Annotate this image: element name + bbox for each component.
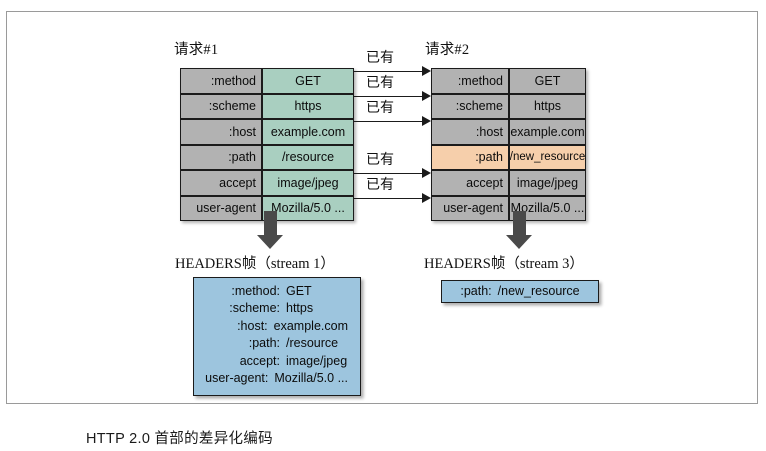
header-name: :path (180, 144, 262, 170)
connector-label-host: 已有 (366, 101, 394, 116)
connector-line-host (354, 121, 425, 122)
header-name: accept (180, 170, 262, 196)
connector-label-user-agent: 已有 (366, 178, 394, 193)
headers-field-name: accept: (239, 353, 280, 368)
connector-label-accept: 已有 (366, 153, 394, 168)
headers-frame-2-box: :path: /new_resource (441, 280, 599, 303)
headers-field-name: :host: (237, 318, 268, 333)
headers-field-value: GET (286, 284, 312, 298)
list-item: :host: example.com (204, 318, 348, 335)
connector-label-method: 已有 (366, 51, 394, 66)
headers-field-value: Mozilla/5.0 ... (274, 371, 348, 386)
headers-frame-1-caption: HEADERS帧（stream 1） (175, 256, 335, 272)
header-name: :host (180, 119, 262, 145)
down-arrow-request1-icon (257, 211, 284, 249)
header-name: :host (431, 119, 509, 145)
table-row: :path /resource (180, 144, 354, 170)
table-row: :scheme https (180, 93, 354, 119)
connector-line-accept (354, 173, 425, 174)
list-item: user-agent: Mozilla/5.0 ... (204, 370, 348, 387)
table-row: :host example.com (431, 119, 586, 145)
list-item: accept: image/jpeg (204, 353, 348, 370)
table-row: :method GET (180, 68, 354, 94)
headers-frame-2-caption: HEADERS帧（stream 3） (424, 256, 584, 272)
request2-title: 请求#2 (425, 42, 470, 58)
connector-line-user-agent (354, 198, 425, 199)
list-item: :path: /new_resource (450, 283, 590, 300)
header-name: user-agent (431, 195, 509, 221)
headers-frame-1-box: :method: GET :scheme: https :host: examp… (193, 277, 361, 396)
header-value: GET (509, 68, 586, 94)
connector-arrow-accept-icon (422, 167, 431, 178)
header-value: image/jpeg (262, 170, 354, 196)
headers-field-name: :path: (248, 336, 280, 351)
header-value: example.com (262, 119, 354, 145)
table-row: accept image/jpeg (180, 170, 354, 196)
headers-field-name: :path: (460, 283, 492, 298)
table-row: accept image/jpeg (431, 170, 586, 196)
connector-arrow-method-icon (422, 65, 431, 76)
table-row: user-agent Mozilla/5.0 ... (180, 195, 354, 221)
connector-label-scheme: 已有 (366, 76, 394, 91)
header-name: :method (180, 68, 262, 94)
header-value: GET (262, 68, 354, 94)
table-row: user-agent Mozilla/5.0 ... (431, 195, 586, 221)
header-value: example.com (509, 119, 586, 145)
header-value: Mozilla/5.0 ... (262, 195, 354, 221)
connector-line-scheme (354, 96, 425, 97)
header-name: accept (431, 170, 509, 196)
list-item: :path: /resource (204, 335, 348, 352)
headers-field-value: image/jpeg (286, 353, 348, 368)
headers-field-value: /resource (286, 336, 339, 351)
header-value: image/jpeg (509, 170, 586, 196)
figure-frame: 请求#1 :method GET :scheme https :host exa… (6, 11, 758, 404)
down-arrow-request2-icon (506, 211, 533, 249)
header-name: user-agent (180, 195, 262, 221)
figure-caption: HTTP 2.0 首部的差异化编码 (86, 431, 273, 447)
connector-arrow-scheme-icon (422, 90, 431, 101)
header-value: https (509, 93, 586, 119)
table-row-changed: :path /new_resource (431, 144, 586, 170)
header-name: :path (431, 144, 509, 170)
headers-field-name: :scheme: (229, 301, 280, 316)
headers-field-name: :method: (231, 284, 280, 298)
connector-line-method (354, 71, 425, 72)
header-name: :method (431, 68, 509, 94)
table-row: :method GET (431, 68, 586, 94)
request1-header-table: :method GET :scheme https :host example.… (180, 68, 354, 221)
header-value: /resource (262, 144, 354, 170)
list-item: :scheme: https (204, 300, 348, 317)
table-row: :host example.com (180, 119, 354, 145)
connector-arrow-host-icon (422, 115, 431, 126)
list-item: :method: GET (204, 283, 348, 300)
header-name: :scheme (431, 93, 509, 119)
request2-header-table: :method GET :scheme https :host example.… (431, 68, 586, 221)
table-row: :scheme https (431, 93, 586, 119)
header-value: /new_resource (509, 144, 586, 170)
header-value: https (262, 93, 354, 119)
headers-field-value: https (286, 301, 314, 316)
headers-field-name: user-agent: (205, 371, 269, 386)
headers-field-value: /new_resource (497, 283, 580, 298)
headers-field-value: example.com (273, 318, 348, 333)
header-name: :scheme (180, 93, 262, 119)
request1-title: 请求#1 (174, 42, 219, 58)
connector-arrow-user-agent-icon (422, 192, 431, 203)
